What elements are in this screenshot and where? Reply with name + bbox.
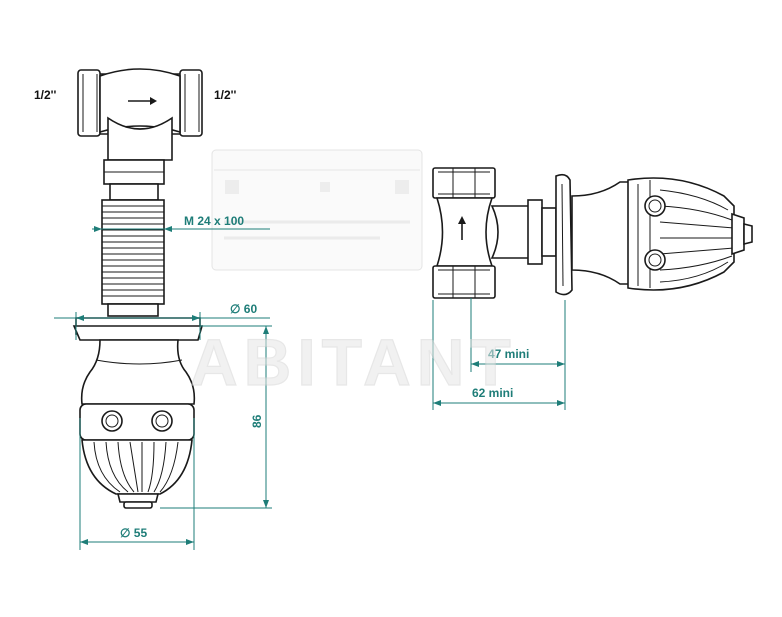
side-view: 47 mini 62 mini	[432, 167, 753, 410]
dim-depth-2-text: 62 mini	[472, 386, 513, 400]
flange	[72, 317, 204, 341]
inlet-right-label: 1/2''	[214, 88, 237, 102]
knob-front	[79, 339, 196, 509]
flow-arrow-up-icon	[458, 216, 466, 240]
dim-depth-2: 62 mini	[432, 300, 565, 410]
dim-height: 86	[160, 325, 272, 509]
dim-knob: ∅ 55	[79, 418, 195, 550]
knob-side	[571, 177, 753, 291]
dim-knob-text: ∅ 55	[120, 526, 147, 540]
inlet-left-label: 1/2''	[34, 88, 57, 102]
threaded-stem	[101, 199, 165, 305]
flow-arrow-icon	[128, 97, 157, 105]
dim-height-text: 86	[250, 414, 264, 428]
dim-flange-text: ∅ 60	[230, 302, 257, 316]
front-view: 1/2'' 1/2'' M 24 x 100 ∅ 60 86	[34, 68, 272, 550]
dim-depth-1-text: 47 mini	[488, 347, 529, 361]
dim-thread: M 24 x 100	[92, 214, 270, 232]
watermark-ghost-box	[211, 149, 423, 271]
watermark-brand: ABITANT	[190, 325, 517, 399]
dim-depth-1: 47 mini	[470, 298, 566, 410]
dim-thread-text: M 24 x 100	[184, 214, 244, 228]
